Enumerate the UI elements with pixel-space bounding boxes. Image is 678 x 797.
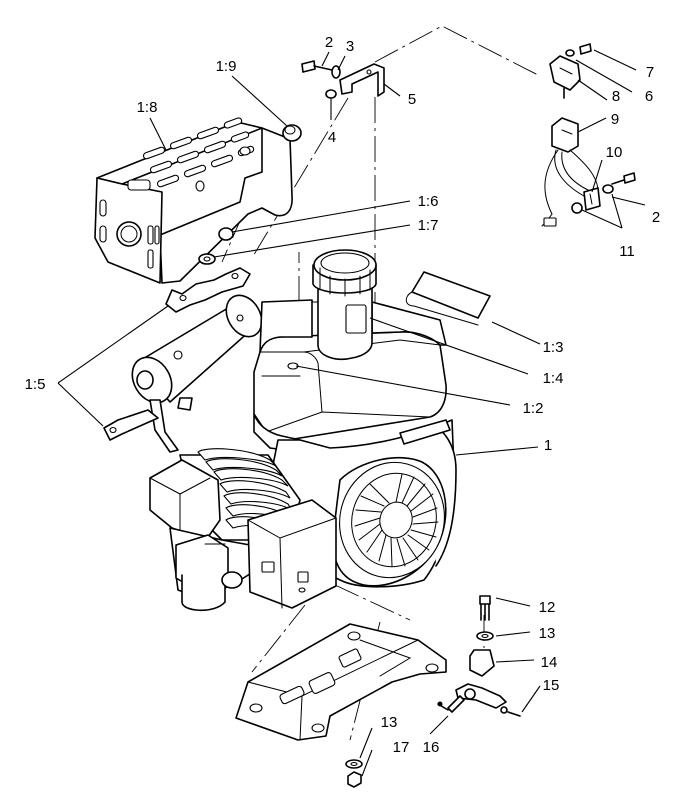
guard-nut bbox=[218, 227, 234, 241]
lower-clamp bbox=[103, 397, 193, 441]
callout-1: 1 bbox=[544, 437, 552, 454]
callout-8: 8 bbox=[612, 88, 620, 105]
solenoid-assembly bbox=[541, 43, 636, 227]
hardware-bottom bbox=[345, 595, 521, 788]
callout-1-8: 1:8 bbox=[137, 99, 158, 116]
hardware-top bbox=[301, 60, 385, 99]
callout-17: 17 bbox=[393, 739, 410, 756]
shield-plate bbox=[405, 271, 491, 326]
callout-15: 15 bbox=[543, 677, 560, 694]
guard-washer bbox=[198, 253, 216, 265]
callout-13a: 13 bbox=[539, 625, 556, 642]
callout-4: 4 bbox=[328, 129, 336, 146]
cap-nut bbox=[282, 124, 302, 142]
control-box bbox=[247, 499, 337, 609]
muffler-guard bbox=[94, 117, 293, 284]
guard-slots bbox=[99, 117, 255, 269]
cylinder-head bbox=[149, 459, 221, 541]
callout-labels: 2 3 4 5 7 6 8 9 10 2 11 1:9 1:8 1:6 1:7 … bbox=[25, 34, 661, 756]
callout-11: 11 bbox=[619, 243, 635, 260]
callout-1-2: 1:2 bbox=[523, 400, 544, 417]
callout-1-7: 1:7 bbox=[418, 217, 439, 234]
callout-13b: 13 bbox=[381, 714, 398, 731]
callout-5: 5 bbox=[408, 91, 416, 108]
callout-9: 9 bbox=[611, 111, 619, 128]
callout-1-9: 1:9 bbox=[216, 58, 237, 75]
callout-12: 12 bbox=[539, 599, 556, 616]
muffler bbox=[131, 294, 263, 453]
callout-1-3: 1:3 bbox=[543, 339, 564, 356]
upper-clamp bbox=[165, 267, 251, 313]
engine-mount-plate bbox=[235, 623, 447, 741]
callout-1-4: 1:4 bbox=[543, 370, 564, 387]
air-cleaner-cover bbox=[312, 249, 377, 361]
callout-6: 6 bbox=[645, 88, 653, 105]
callout-1-6: 1:6 bbox=[418, 193, 439, 210]
callout-1-5: 1:5 bbox=[25, 376, 46, 393]
callout-16: 16 bbox=[423, 739, 440, 756]
callout-3: 3 bbox=[346, 38, 354, 55]
crankcase bbox=[169, 527, 257, 612]
callout-14: 14 bbox=[541, 654, 558, 671]
callout-2a: 2 bbox=[325, 34, 333, 51]
leader-lines bbox=[57, 49, 646, 777]
flywheel-grille bbox=[351, 472, 439, 568]
callout-10: 10 bbox=[606, 144, 623, 161]
callout-7: 7 bbox=[646, 64, 654, 81]
callout-2b: 2 bbox=[652, 209, 660, 226]
